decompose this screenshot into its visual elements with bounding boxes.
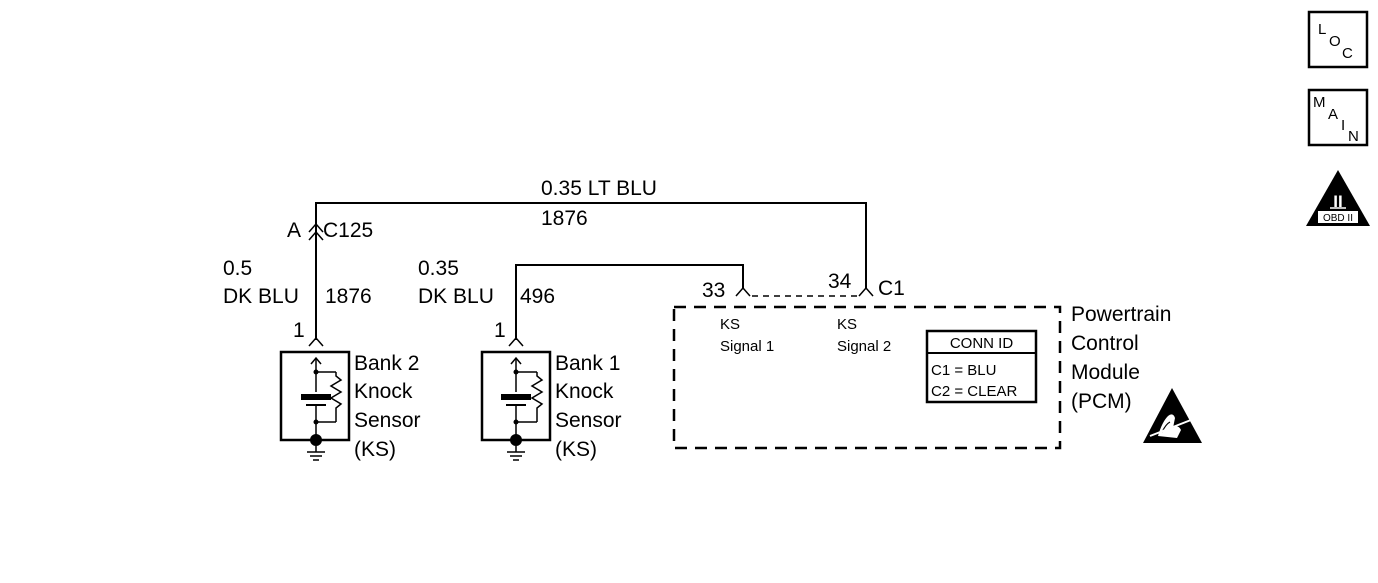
wire-top-circuit: 1876 <box>541 207 588 230</box>
wire-bank2-color: DK BLU <box>223 285 299 308</box>
main-button[interactable]: M A I N <box>1307 88 1369 147</box>
bank1-sensor-line3: Sensor <box>555 409 622 432</box>
wire-bank1-gauge: 0.35 <box>418 257 459 280</box>
conn-id-row1: C1 = BLU <box>931 362 996 379</box>
bank1-knock-sensor: 1 Bank 1 Knock Sensor (KS) <box>480 319 622 461</box>
pcm-signal2-line1: KS <box>837 316 857 333</box>
pcm-label-line4: (PCM) <box>1071 390 1132 413</box>
wire-bank1-circuit: 496 <box>520 285 555 308</box>
connector-c125-pin: A <box>287 219 301 242</box>
conn-id-row2: C2 = CLEAR <box>931 383 1017 400</box>
loc-letter-l: L <box>1318 21 1326 38</box>
pcm-label-line1: Powertrain <box>1071 303 1171 326</box>
bank2-sensor-line4: (KS) <box>354 438 396 461</box>
loc-letter-o: O <box>1329 33 1341 50</box>
pcm-label-line2: Control <box>1071 332 1139 355</box>
pcm-label-line3: Module <box>1071 361 1140 384</box>
wire-top-gauge-color: 0.35 LT BLU <box>541 177 657 200</box>
wire-1876-top: 0.35 LT BLU 1876 <box>315 177 867 288</box>
connector-c1-pin-33: 33 <box>702 279 725 302</box>
pcm-signal1-line1: KS <box>720 316 740 333</box>
bank1-sensor-line2: Knock <box>555 380 614 403</box>
wire-bank2-circuit: 1876 <box>325 285 372 308</box>
wire-bank1-color: DK BLU <box>418 285 494 308</box>
loc-button[interactable]: L O C <box>1307 10 1369 69</box>
pcm-module: KS Signal 1 KS Signal 2 CONN ID C1 = BLU… <box>672 303 1171 450</box>
bank2-sensor-pin: 1 <box>293 319 305 342</box>
esd-warning-icon <box>1143 388 1202 443</box>
bank2-sensor-line3: Sensor <box>354 409 421 432</box>
ground-icon <box>307 446 325 461</box>
pcm-module-outline <box>672 305 1062 450</box>
wire-bank2-gauge: 0.5 <box>223 257 252 280</box>
wire-bank2-labels: 0.5 DK BLU 1876 <box>223 257 372 308</box>
conn-id-title: CONN ID <box>950 335 1014 352</box>
bank1-sensor-pin: 1 <box>494 319 506 342</box>
bank2-sensor-line1: Bank 2 <box>354 352 419 375</box>
obd-ii-button[interactable]: II OBD II <box>1306 170 1370 226</box>
connector-c1-pin-34: 34 <box>828 270 852 293</box>
main-letter-a: A <box>1328 106 1338 123</box>
conn-id-table: CONN ID C1 = BLU C2 = CLEAR <box>925 329 1038 404</box>
pcm-signal2-line2: Signal 2 <box>837 338 891 355</box>
ground-icon <box>507 446 525 461</box>
connector-c125-name: C125 <box>323 219 373 242</box>
bank2-knock-sensor: 1 Bank 2 Knock Sensor (KS) <box>279 319 421 461</box>
obd-roman-numeral: II <box>1333 192 1342 211</box>
main-letter-n: N <box>1348 128 1359 145</box>
obd-label: OBD II <box>1323 213 1353 224</box>
connector-c125: A C125 <box>287 219 373 340</box>
bank2-sensor-line2: Knock <box>354 380 413 403</box>
bank1-sensor-line4: (KS) <box>555 438 597 461</box>
loc-letter-c: C <box>1342 45 1353 62</box>
connector-c1: 33 34 C1 <box>702 270 905 302</box>
wire-496: 0.35 DK BLU 496 <box>418 257 744 340</box>
bank1-sensor-line1: Bank 1 <box>555 352 620 375</box>
main-letter-m: M <box>1313 94 1326 111</box>
pcm-signal1-line2: Signal 1 <box>720 338 774 355</box>
connector-c1-name: C1 <box>878 277 905 300</box>
main-letter-i: I <box>1341 117 1345 134</box>
